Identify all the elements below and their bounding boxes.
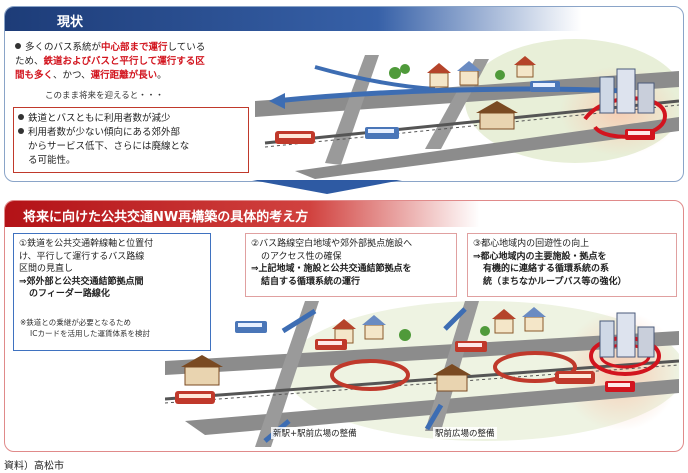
current-state-panel: 現状 多くのバス系統が中心部まで運行している ため、鉄道およびバスと平行して運行… xyxy=(4,6,684,182)
point-1-note: ※鉄道との乗継が必要となるため xyxy=(20,318,131,327)
bus-icon xyxy=(235,321,267,333)
bus-route-arrow xyxy=(274,86,626,104)
road xyxy=(255,301,319,447)
road xyxy=(325,55,379,165)
house-icon xyxy=(362,315,386,340)
train-icon xyxy=(175,391,215,404)
road xyxy=(185,379,679,435)
future-plan-panel: 将来に向けた公共交通NW再構築の具体的考え方 xyxy=(4,200,684,452)
bullet-dot-icon xyxy=(18,128,24,134)
point-2-result: 結自する循環系統の運行 xyxy=(261,276,361,287)
transition-text: このまま将来を迎えると・・・ xyxy=(45,91,164,101)
loop-route-arrow xyxy=(330,359,410,391)
tree-icon xyxy=(399,329,411,341)
tree-icon xyxy=(495,70,505,80)
point-1-box: ①鉄道を公共交通幹線軸と位置付 け、平行して運行するバス路線 区間の見直し ⇒郊… xyxy=(13,233,211,351)
house-icon xyxy=(514,56,536,78)
current-bullet-2: 鉄道とバスともに利用者数が減少 利用者数が少ない傾向にある郊外部 からサービス低… xyxy=(18,112,246,168)
future-plan-title: 将来に向けた公共交通NW再構築の具体的考え方 xyxy=(23,210,309,225)
point-3-text: ③都心地域内の回遊性の向上 xyxy=(473,239,590,249)
point-2-text: のアクセス性の確保 xyxy=(261,251,342,262)
point-1-text: 区間の見直し xyxy=(19,264,74,274)
house-icon xyxy=(492,309,516,334)
bus-icon xyxy=(605,381,635,392)
bus-icon xyxy=(625,129,655,140)
current-issues-box: 鉄道とバスともに利用者数が減少 利用者数が少ない傾向にある郊外部 からサービス低… xyxy=(13,107,249,173)
building-icon xyxy=(599,68,655,114)
point-1-note: ICカードを活用した運賃体系を検討 xyxy=(30,329,150,338)
station-building-icon xyxy=(433,364,471,392)
point-3-result: 有機的に連絡する循環系統の系 xyxy=(483,264,610,274)
bus-icon xyxy=(315,339,347,350)
point-1-text: け、平行して運行するバス路線 xyxy=(19,251,145,262)
source-note: 資料）高松市 xyxy=(4,461,64,472)
feeder-route-arrow xyxy=(281,308,317,334)
station-plaza-caption: 駅前広場の整備 xyxy=(433,427,497,439)
bullet-dot-icon xyxy=(18,114,24,120)
railway xyxy=(165,364,679,404)
tree-icon xyxy=(400,64,410,74)
house-icon xyxy=(457,61,481,86)
point-2-box: ②バス路線空白地域や郊外部拠点施設へ のアクセス性の確保 ⇒上記地域・施設と公共… xyxy=(245,233,457,297)
point-3-result: 統（まちなかループバス等の強化） xyxy=(483,276,627,287)
bullet-dot-icon xyxy=(15,43,21,49)
point-1-result: ⇒郊外部と公共交通結節拠点間 xyxy=(19,276,144,287)
bus-icon xyxy=(365,127,399,139)
arrow-head-icon xyxy=(269,93,285,109)
point-3-box: ③都心地域内の回遊性の向上 ⇒都心地域内の主要施設・拠点を 有機的に連絡する循環… xyxy=(467,233,677,297)
new-station-caption: 新駅+駅前広場の整備 xyxy=(271,427,359,439)
current-state-illustration xyxy=(255,39,679,179)
point-1-result: のフィーダー路線化 xyxy=(29,289,110,299)
station-building-icon xyxy=(476,101,518,130)
building-icon xyxy=(599,312,655,358)
transition-arrow-icon xyxy=(252,180,402,194)
point-1-text: ①鉄道を公共交通幹線軸と位置付 xyxy=(19,239,154,249)
feeder-route-arrow xyxy=(424,403,444,431)
bus-icon xyxy=(455,341,487,352)
future-illustration xyxy=(165,301,679,447)
future-plan-header: 将来に向けた公共交通NW再構築の具体的考え方 xyxy=(5,201,683,227)
house-icon xyxy=(522,307,546,332)
current-state-header: 現状 xyxy=(5,7,683,31)
tree-icon xyxy=(480,326,490,336)
bus-route-arrow xyxy=(314,65,436,91)
current-state-title: 現状 xyxy=(57,15,84,30)
train-icon xyxy=(555,371,595,384)
railway xyxy=(165,359,679,401)
current-bullet-1: 多くのバス系統が中心部まで運行している ため、鉄道およびバスと平行して運行する区… xyxy=(15,42,206,81)
feeder-route-arrow xyxy=(443,307,467,331)
bus-icon xyxy=(530,81,560,92)
house-icon xyxy=(427,63,451,88)
train-icon xyxy=(275,131,315,144)
station-building-icon xyxy=(181,355,223,386)
road xyxy=(295,117,679,179)
loop-route-arrow xyxy=(493,351,577,383)
point-2-text: ②バス路線空白地域や郊外部拠点施設へ xyxy=(251,239,413,249)
point-2-result: ⇒上記地域・施設と公共交通結節拠点を xyxy=(251,264,412,274)
tree-icon xyxy=(389,67,401,79)
point-3-result: ⇒都心地域内の主要施設・拠点を xyxy=(473,251,607,262)
